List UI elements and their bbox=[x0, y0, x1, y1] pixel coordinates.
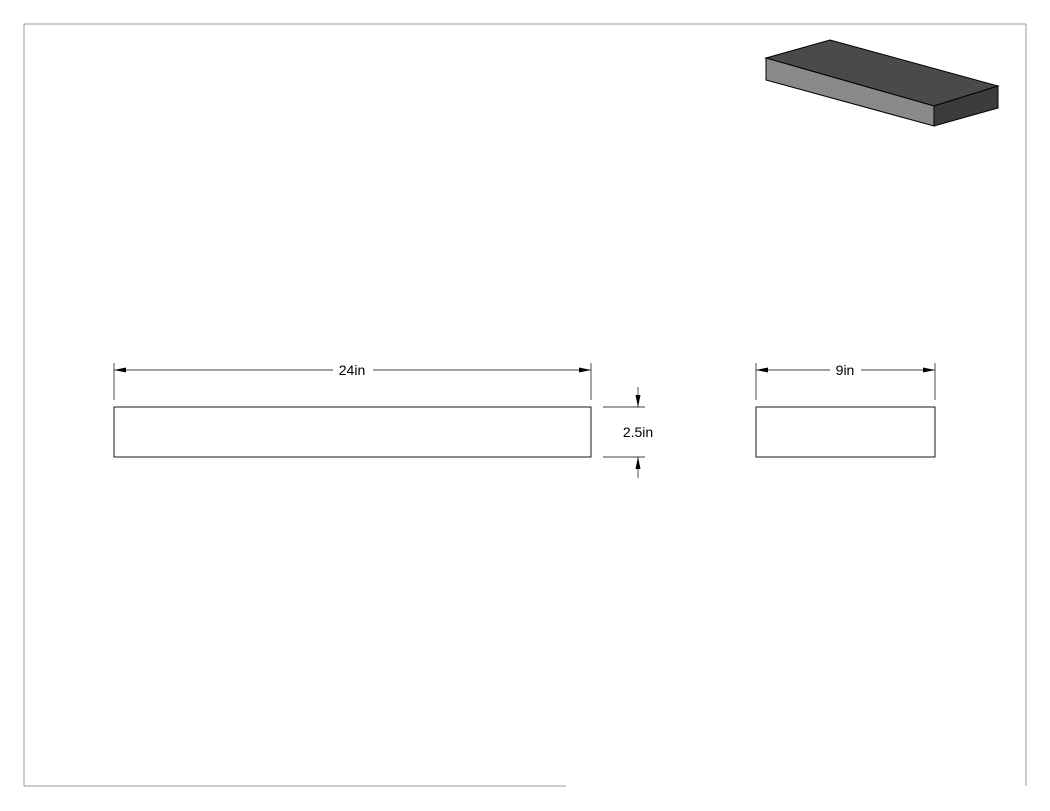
length-dimension: 24in bbox=[113, 362, 592, 400]
arrowhead bbox=[923, 367, 935, 373]
height-dimension-label: 2.5in bbox=[623, 424, 653, 440]
arrowhead bbox=[635, 457, 641, 469]
isometric-view bbox=[764, 39, 1000, 127]
width-dimension: 9in bbox=[755, 362, 936, 400]
arrowhead bbox=[635, 395, 641, 407]
front-view-outline bbox=[113, 406, 592, 458]
height-dimension: 2.5in bbox=[603, 387, 653, 478]
side-view-outline bbox=[755, 406, 936, 458]
arrowhead bbox=[579, 367, 591, 373]
side-view: 9in bbox=[755, 362, 936, 458]
length-dimension-label: 24in bbox=[339, 362, 365, 378]
front-view: 24in 2.5in bbox=[113, 362, 653, 478]
arrowhead bbox=[756, 367, 768, 373]
sheet-border bbox=[23, 23, 1027, 787]
arrowhead bbox=[114, 367, 126, 373]
width-dimension-label: 9in bbox=[836, 362, 855, 378]
iso-side-face bbox=[933, 85, 999, 127]
